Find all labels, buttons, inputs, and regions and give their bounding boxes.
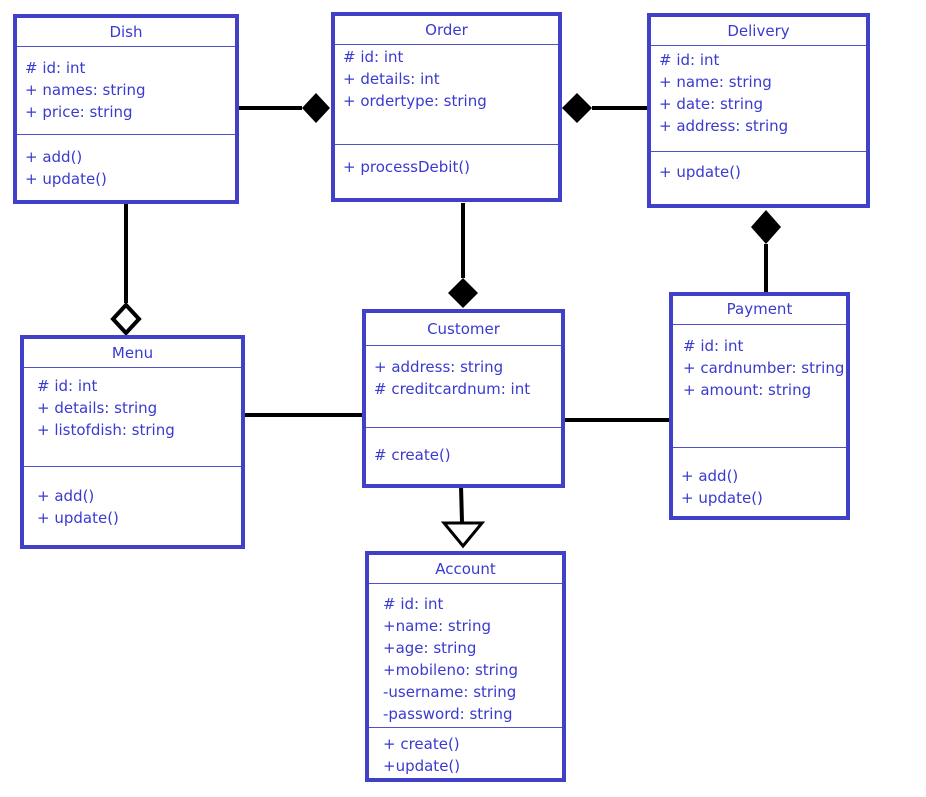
- payment-class-name: Payment: [673, 296, 846, 325]
- payment-attribute: # id: int: [683, 337, 744, 355]
- account-class-name: Account: [369, 555, 562, 584]
- menu-class-name: Menu: [24, 339, 241, 368]
- delivery-attribute: # id: int: [659, 51, 720, 69]
- delivery-attribute: + name: string: [659, 73, 772, 91]
- dish-class-name: Dish: [17, 18, 235, 47]
- customer-class-name: Customer: [366, 313, 561, 346]
- delivery-class: Delivery # id: int + name: string + date…: [647, 13, 870, 208]
- delivery-divider: [651, 151, 866, 152]
- order-composition-diamond-left: [302, 93, 330, 123]
- order-class: Order # id: int + details: int + orderty…: [331, 12, 562, 202]
- payment-operation: + add(): [681, 467, 739, 485]
- customer-operation: # create(): [374, 446, 451, 464]
- order-operation: + processDebit(): [343, 158, 471, 176]
- order-attribute: # id: int: [343, 48, 404, 66]
- order-attribute: + details: int: [343, 70, 440, 88]
- account-attribute: -username: string: [383, 683, 517, 701]
- account-attribute: +age: string: [383, 639, 477, 657]
- payment-operation: + update(): [681, 489, 763, 507]
- customer-composition-diamond: [448, 278, 478, 308]
- payment-attribute: + amount: string: [683, 381, 812, 399]
- payment-divider: [673, 447, 846, 448]
- dish-attribute: + names: string: [25, 81, 146, 99]
- order-operations: + processDebit(): [335, 156, 558, 178]
- order-divider: [335, 144, 558, 145]
- account-attribute: -password: string: [383, 705, 513, 723]
- menu-operation: + update(): [37, 509, 119, 527]
- menu-divider: [24, 466, 241, 467]
- account-class: Account # id: int +name: string +age: st…: [365, 551, 566, 782]
- customer-attribute: # creditcardnum: int: [374, 380, 531, 398]
- delivery-attribute: + address: string: [659, 117, 789, 135]
- order-composition-diamond-right: [562, 93, 592, 123]
- menu-attribute: # id: int: [37, 377, 98, 395]
- menu-aggregation-diamond: [110, 302, 142, 336]
- account-attribute: +mobileno: string: [383, 661, 519, 679]
- payment-attributes: # id: int + cardnumber: string + amount:…: [673, 335, 846, 401]
- customer-class: Customer + address: string # creditcardn…: [362, 309, 565, 488]
- delivery-attribute: + date: string: [659, 95, 764, 113]
- menu-operation: + add(): [37, 487, 95, 505]
- account-operations: + create() +update(): [369, 733, 562, 777]
- dish-class: Dish # id: int + names: string + price: …: [13, 14, 239, 204]
- dish-divider: [17, 134, 235, 135]
- delivery-attributes: # id: int + name: string + date: string …: [651, 49, 866, 137]
- delivery-composition-diamond: [751, 210, 781, 244]
- payment-operations: + add() + update(): [673, 465, 846, 509]
- account-attributes: # id: int +name: string +age: string +mo…: [369, 593, 562, 725]
- dish-operation: + update(): [25, 170, 107, 188]
- customer-attributes: + address: string # creditcardnum: int: [366, 356, 561, 400]
- customer-account-line: [459, 485, 464, 523]
- customer-attribute: + address: string: [374, 358, 504, 376]
- dish-operations: + add() + update(): [17, 146, 235, 190]
- menu-attribute: + listofdish: string: [37, 421, 175, 439]
- customer-divider: [366, 427, 561, 428]
- dish-attributes: # id: int + names: string + price: strin…: [17, 57, 235, 123]
- order-attributes: # id: int + details: int + ordertype: st…: [335, 46, 558, 112]
- account-attribute: # id: int: [383, 595, 444, 613]
- delivery-operations: + update(): [651, 161, 866, 183]
- account-divider: [369, 727, 562, 728]
- dish-attribute: # id: int: [25, 59, 86, 77]
- menu-attributes: # id: int + details: string + listofdish…: [24, 375, 241, 441]
- menu-operations: + add() + update(): [24, 485, 241, 529]
- account-operation: +update(): [383, 757, 461, 775]
- account-generalization-triangle: [440, 521, 486, 549]
- dish-operation: + add(): [25, 148, 83, 166]
- delivery-class-name: Delivery: [651, 17, 866, 46]
- payment-attribute: + cardnumber: string: [683, 359, 845, 377]
- account-operation: + create(): [383, 735, 460, 753]
- order-class-name: Order: [335, 16, 558, 45]
- menu-class: Menu # id: int + details: string + listo…: [20, 335, 245, 549]
- payment-class: Payment # id: int + cardnumber: string +…: [669, 292, 850, 520]
- delivery-operation: + update(): [659, 163, 741, 181]
- account-attribute: +name: string: [383, 617, 491, 635]
- order-attribute: + ordertype: string: [343, 92, 487, 110]
- dish-attribute: + price: string: [25, 103, 133, 121]
- menu-attribute: + details: string: [37, 399, 158, 417]
- customer-operations: # create(): [366, 444, 561, 466]
